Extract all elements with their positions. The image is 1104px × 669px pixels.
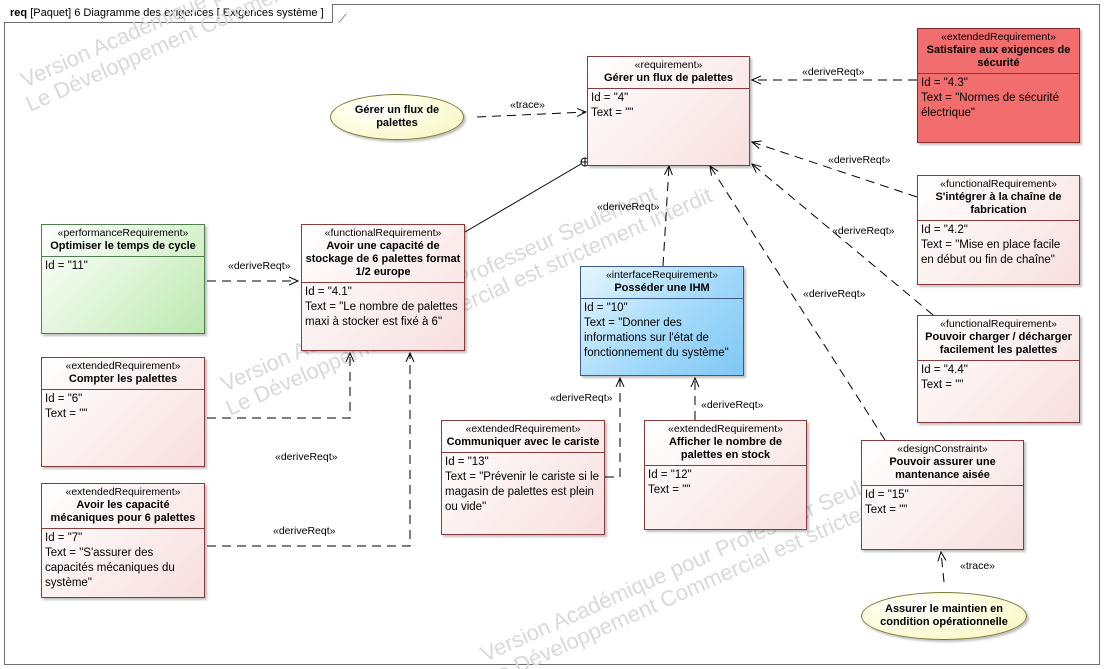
requirement-text: Text = "Normes de sécurité électrique" <box>921 92 1063 119</box>
requirement-name: Avoir une capacité de stockage de 6 pale… <box>305 240 461 278</box>
edge-7-to-41 <box>207 353 410 547</box>
requirement-11[interactable]: «performanceRequirement»Optimiser le tem… <box>41 224 205 334</box>
requirement-4-3[interactable]: «extendedRequirement»Satisfaire aux exig… <box>917 28 1080 143</box>
label-derive-13: «deriveReqt» <box>550 392 613 404</box>
requirement-id: Id = "13" <box>445 456 489 468</box>
requirement-name: Posséder une IHM <box>614 282 710 294</box>
edge-6-to-41 <box>207 353 350 419</box>
requirement-name: Compter les palettes <box>68 373 178 385</box>
requirement-text: Text = "" <box>648 484 691 496</box>
edge-uc1-to-4 <box>476 112 586 118</box>
usecase-gerer-flux[interactable]: Gérer un flux de palettes <box>330 94 464 140</box>
stereotype: «extendedRequirement» <box>465 423 581 435</box>
stereotype: «functionalRequirement» <box>940 178 1057 190</box>
requirement-6[interactable]: «extendedRequirement»Compter les palette… <box>41 357 205 467</box>
requirement-4-2[interactable]: «functionalRequirement»S'intégrer à la c… <box>917 175 1080 285</box>
edge-10-to-4 <box>662 166 669 267</box>
stereotype: «performanceRequirement» <box>57 227 189 239</box>
containment-link <box>464 157 590 233</box>
edge-15-to-4 <box>710 166 886 441</box>
requirement-id: Id = "4" <box>591 92 629 104</box>
stereotype: «extendedRequirement» <box>65 360 181 372</box>
stereotype: «extendedRequirement» <box>941 31 1056 43</box>
requirement-4[interactable]: «requirement»Gérer un flux de palettes I… <box>587 56 750 166</box>
requirement-name: Afficher le nombre de palettes en stock <box>668 436 783 461</box>
requirement-text: Text = "" <box>45 408 88 420</box>
requirement-text: Text = "" <box>865 504 908 516</box>
requirement-name: Gérer un flux de palettes <box>604 72 733 84</box>
requirement-name: Satisfaire aux exigences de sécurité <box>926 44 1071 69</box>
edge-uc2-to-15 <box>941 552 944 583</box>
requirement-id: Id = "10" <box>584 302 628 314</box>
requirement-name: Avoir les capacité mécaniques pour 6 pal… <box>50 499 196 524</box>
requirement-7[interactable]: «extendedRequirement»Avoir les capacité … <box>41 483 205 598</box>
stereotype: «interfaceRequirement» <box>605 269 719 281</box>
label-derive-15: «deriveReqt» <box>803 288 866 300</box>
label-derive-6: «deriveReqt» <box>275 451 338 463</box>
requirement-id: Id = "4.4" <box>921 364 968 376</box>
edge-13-to-10 <box>605 378 620 478</box>
stereotype: «designConstraint» <box>897 443 988 455</box>
edge-42-to-4 <box>752 142 918 198</box>
label-trace-uc1: «trace» <box>510 99 546 111</box>
requirement-id: Id = "11" <box>45 260 88 272</box>
requirement-name: Pouvoir charger / décharger facilement l… <box>925 331 1072 356</box>
label-derive-11: «deriveReqt» <box>228 260 291 272</box>
frame-title: [Paquet] 6 Diagramme des exigences [ Exi… <box>30 7 324 19</box>
requirement-id: Id = "12" <box>648 469 692 481</box>
requirement-text: Text = "Prévenir le cariste si le magasi… <box>445 471 603 513</box>
label-derive-7: «deriveReqt» <box>273 525 336 537</box>
label-derive-12: «deriveReqt» <box>701 399 764 411</box>
requirement-text: Text = "Donner des informations sur l'ét… <box>584 317 729 359</box>
requirement-id: Id = "6" <box>45 393 83 405</box>
requirement-id: Id = "7" <box>45 532 83 544</box>
requirement-name: Pouvoir assurer une mantenance aisée <box>889 456 996 481</box>
requirement-id: Id = "4.2" <box>921 224 968 236</box>
stereotype: «extendedRequirement» <box>65 486 181 498</box>
stereotype: «extendedRequirement» <box>668 423 783 435</box>
requirement-text: Text = "S'assurer des capacités mécaniqu… <box>45 547 178 589</box>
requirement-10[interactable]: «interfaceRequirement»Posséder une IHM I… <box>580 266 744 376</box>
frame-keyword: req <box>10 7 28 19</box>
requirement-4-4[interactable]: «functionalRequirement»Pouvoir charger /… <box>917 315 1080 423</box>
requirement-id: Id = "4.3" <box>921 77 968 89</box>
requirement-text: Text = "Le nombre de palettes maxi à sto… <box>305 301 461 328</box>
label-derive-42: «deriveReqt» <box>828 154 891 166</box>
requirement-text: Text = "" <box>591 107 634 119</box>
requirement-id: Id = "15" <box>865 489 909 501</box>
stereotype: «functionalRequirement» <box>940 318 1057 330</box>
requirement-id: Id = "4.1" <box>305 286 352 298</box>
requirement-12[interactable]: «extendedRequirement»Afficher le nombre … <box>644 420 807 530</box>
label-derive-44: «deriveReqt» <box>832 225 895 237</box>
edge-44-to-4 <box>752 164 934 316</box>
label-derive-10: «deriveReqt» <box>597 201 660 213</box>
requirement-name: Optimiser le temps de cycle <box>50 240 196 252</box>
requirement-name: S'intégrer à la chaîne de fabrication <box>935 191 1062 216</box>
requirement-text: Text = "" <box>921 379 964 391</box>
requirement-4-1[interactable]: «functionalRequirement»Avoir une capacit… <box>301 224 465 351</box>
diagram-frame-label: req [Paquet] 6 Diagramme des exigences [… <box>4 4 333 23</box>
label-derive-43: «deriveReqt» <box>802 66 865 78</box>
requirement-15[interactable]: «designConstraint»Pouvoir assurer une ma… <box>861 440 1024 550</box>
requirement-text: Text = "Mise en place facile en début ou… <box>921 239 1064 266</box>
stereotype: «requirement» <box>634 59 703 71</box>
label-trace-uc2: «trace» <box>960 560 996 572</box>
requirement-name: Communiquer avec le cariste <box>446 436 600 448</box>
requirement-13[interactable]: «extendedRequirement»Communiquer avec le… <box>441 420 605 535</box>
usecase-maintien-condition[interactable]: Assurer le maintien en condition opérati… <box>861 592 1027 640</box>
stereotype: «functionalRequirement» <box>324 227 442 239</box>
